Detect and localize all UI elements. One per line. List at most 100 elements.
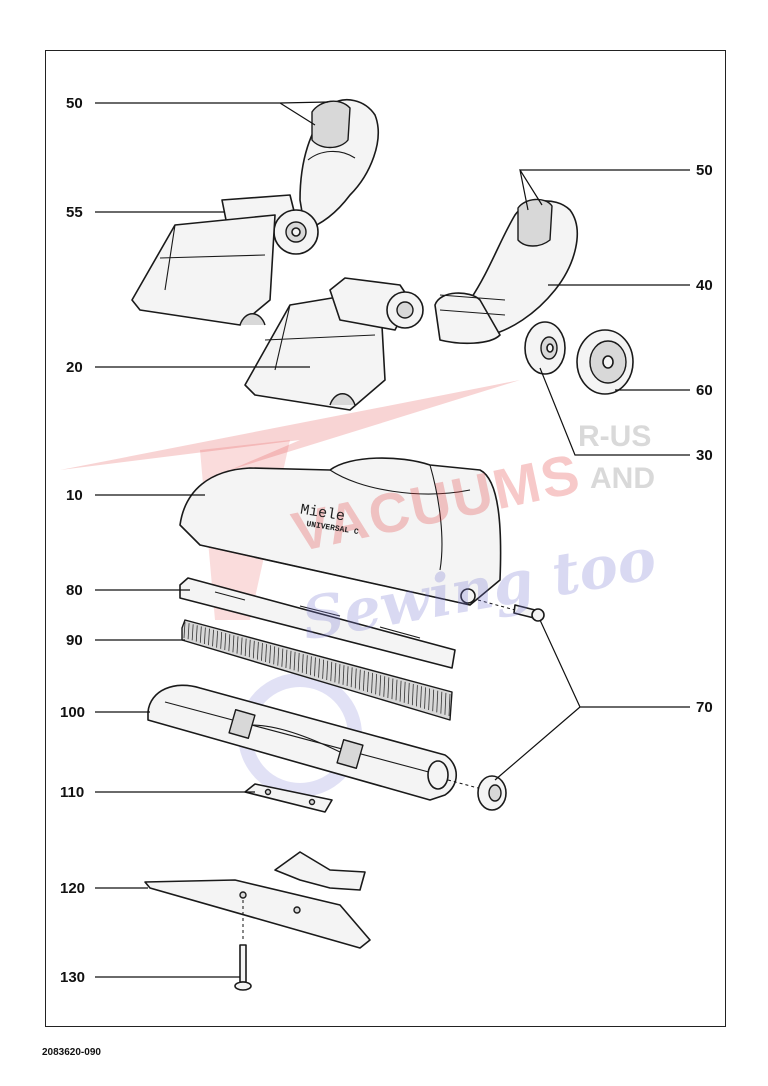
brush-bristle [322, 659, 325, 679]
brush-bristle [334, 662, 337, 683]
brush-bristle [375, 674, 378, 695]
brush-bristle [440, 691, 443, 714]
brush-bristle [415, 685, 418, 707]
brush-bristle [191, 624, 194, 641]
brush-bristle [261, 643, 263, 661]
brush-bristle [183, 621, 186, 639]
label-part-120: 120 [60, 880, 86, 897]
brush-bristle [350, 667, 353, 688]
brush-bristle [187, 623, 190, 640]
leader-lines [95, 101, 690, 978]
brush-bristle [318, 658, 320, 678]
label-part-60: 60 [696, 382, 713, 399]
brush-bristle [212, 629, 214, 647]
brush-bristle [203, 627, 206, 645]
brush-bristle [269, 645, 272, 664]
brush-bristle [289, 650, 292, 670]
brush-bristle [420, 686, 422, 708]
brush-bristle [305, 655, 308, 675]
watermark-r-us-text: R-US [578, 420, 652, 453]
brush-bristle [432, 689, 435, 712]
brush-bristle [240, 637, 243, 655]
brush-bristle [358, 669, 361, 690]
brush-bristle [256, 641, 259, 660]
brush-bristle [232, 635, 235, 653]
brush-bristle [314, 657, 316, 677]
brush-bristle [399, 680, 402, 702]
label-part-40: 40 [696, 277, 713, 294]
brush-bristle [309, 656, 312, 676]
brush-bristle [326, 660, 329, 681]
brush-bristle [265, 644, 267, 663]
part-10-housing-cover [179, 457, 502, 606]
label-part-70: 70 [696, 699, 713, 716]
part-70-axle-pin [447, 599, 545, 811]
brush-bristle [387, 677, 390, 699]
brush-bristle [354, 668, 357, 689]
brush-bristle [411, 684, 414, 706]
brush-bristle [293, 651, 296, 671]
brush-bristle [252, 640, 255, 659]
part-110-plate [244, 783, 333, 813]
brush-bristle [362, 670, 365, 691]
brush-bristle [281, 648, 284, 667]
label-part-30: 30 [696, 447, 713, 464]
brush-bristle [395, 679, 398, 701]
part-40-elbow-right [434, 198, 578, 345]
brush-bristle [330, 661, 333, 682]
part-120-sole-plate [144, 851, 371, 949]
part-20-nozzle-base [244, 277, 424, 411]
part-30-small-wheel [524, 321, 566, 375]
brush-bristle [236, 636, 239, 654]
brush-bristle [444, 692, 447, 715]
brush-bristle [448, 693, 451, 717]
document-number: 2083620-090 [42, 1047, 101, 1058]
label-part-50-right: 50 [696, 162, 713, 179]
brush-bristle [208, 628, 210, 646]
watermark-and-text: AND [590, 462, 655, 495]
brush-bristle [277, 647, 280, 666]
brush-bristle [428, 688, 431, 711]
brush-bristle [273, 646, 276, 665]
label-part-100: 100 [60, 704, 86, 721]
brush-bristle [383, 676, 386, 697]
label-part-130: 130 [60, 969, 86, 986]
brush-bristle [244, 638, 247, 657]
label-part-80: 80 [66, 582, 83, 599]
brush-bristle [297, 652, 300, 672]
part-90-brush-strip [181, 619, 453, 721]
brush-bristle [436, 690, 439, 713]
brush-bristle [346, 666, 349, 687]
brush-bristle [301, 654, 304, 673]
brush-bristle [407, 682, 410, 705]
brush-bristle [342, 665, 345, 685]
part-60-large-wheel [576, 329, 634, 395]
label-part-110: 110 [60, 784, 85, 801]
brush-bristle [403, 681, 406, 703]
label-part-10: 10 [66, 487, 83, 504]
brush-bristle [224, 633, 227, 651]
brush-bristle [379, 675, 382, 696]
part-nozzle-housing-left [131, 214, 276, 326]
brush-bristle [285, 649, 288, 669]
label-part-20: 20 [66, 359, 83, 376]
brush-bristle [220, 631, 223, 649]
brush-bristle [216, 630, 219, 648]
part-80-bristle-holder [179, 577, 456, 669]
brush-bristle [391, 678, 394, 700]
label-part-50-left: 50 [66, 95, 83, 112]
brush-bristle [338, 664, 341, 684]
brush-bristle [371, 672, 373, 694]
label-part-55: 55 [66, 204, 83, 221]
brush-bristle [195, 625, 198, 642]
brush-bristle [199, 626, 202, 643]
brush-bristle [424, 687, 426, 709]
brush-bristle [367, 671, 369, 693]
label-part-90: 90 [66, 632, 83, 649]
part-130-screw [234, 900, 252, 991]
diagram-frame [45, 50, 726, 1027]
brush-bristle [248, 639, 251, 658]
brush-bristle [228, 634, 231, 652]
part-100-roller-frame [147, 684, 458, 801]
